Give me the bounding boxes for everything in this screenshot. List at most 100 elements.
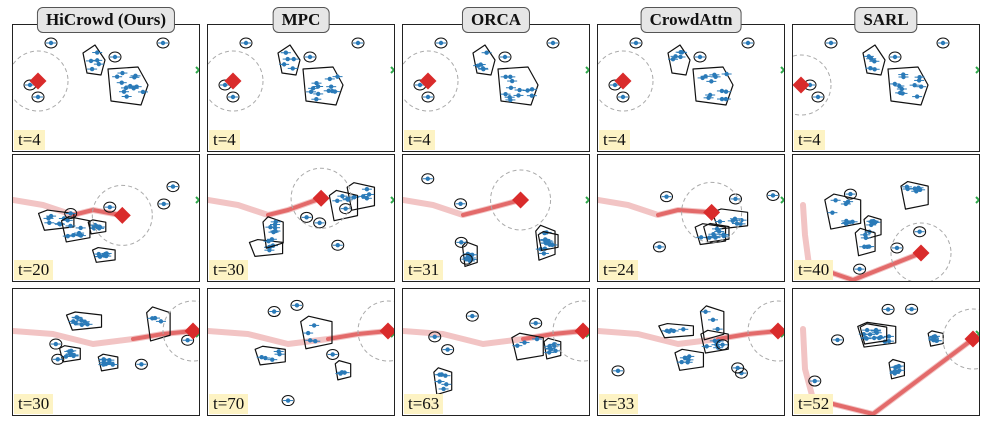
pedestrian: [909, 82, 920, 88]
timestep-label: t=70: [209, 394, 249, 414]
pedestrian: [107, 362, 118, 367]
solo-outline: [936, 37, 950, 49]
sensor-range-circle: [403, 50, 459, 112]
pedestrian: [541, 241, 552, 246]
timestep-label: t=4: [794, 130, 825, 150]
pedestrian: [678, 327, 689, 332]
group-outline: [262, 216, 284, 249]
solo-outline: [454, 198, 468, 210]
pedestrian: [721, 89, 732, 94]
sensor-range-circle: [208, 50, 264, 112]
solo-outline: [156, 37, 170, 49]
robot-marker: [793, 76, 810, 94]
goal-marker: [390, 196, 394, 204]
group-outline: [854, 227, 876, 257]
pedestrian: [267, 357, 278, 362]
trajectory-panel: t=4: [792, 24, 980, 152]
group-outline: [87, 219, 107, 235]
group-outline: [674, 348, 705, 371]
pedestrian: [332, 243, 343, 248]
trajectory-panel: t=63: [402, 288, 590, 416]
solo-outline: [267, 306, 281, 318]
group-outline: [887, 66, 929, 106]
sensor-range-circle: [890, 222, 952, 281]
pedestrian: [890, 365, 901, 370]
pedestrian: [718, 232, 729, 237]
solo-outline: [331, 239, 345, 251]
pedestrian: [422, 176, 433, 181]
pedestrian: [682, 360, 693, 365]
group-outline: [300, 315, 333, 350]
scene-svg: [793, 37, 979, 116]
pedestrian: [33, 94, 43, 100]
pedestrian: [87, 66, 98, 72]
solo-outline: [611, 365, 625, 377]
pedestrian: [436, 372, 447, 377]
column-header: HiCrowd (Ours): [36, 7, 176, 33]
pedestrian: [118, 89, 129, 94]
pedestrian: [914, 74, 925, 80]
pedestrian: [898, 72, 909, 77]
goal-marker: [585, 66, 589, 74]
pedestrian: [158, 201, 169, 207]
pedestrian: [25, 82, 35, 88]
pedestrian: [130, 73, 141, 79]
pedestrian: [326, 84, 337, 89]
pedestrian: [721, 71, 732, 77]
pedestrian: [890, 54, 900, 60]
timestep-label: t=63: [404, 394, 444, 414]
scene-svg: [13, 181, 199, 263]
solo-outline: [459, 253, 473, 265]
pedestrian: [283, 398, 294, 403]
pedestrian: [44, 220, 55, 225]
group-outline: [37, 209, 75, 231]
pedestrian: [870, 328, 881, 334]
pedestrian: [52, 357, 63, 362]
pedestrian: [889, 81, 900, 87]
pedestrian: [709, 72, 720, 78]
group-outline: [97, 353, 119, 372]
column-header: SARL: [854, 7, 918, 33]
pedestrian: [832, 337, 843, 343]
pedestrian: [73, 232, 84, 237]
pedestrian: [695, 54, 705, 60]
solo-outline: [49, 338, 63, 350]
scene-svg: [208, 299, 394, 407]
pedestrian: [732, 365, 743, 371]
pedestrian: [631, 40, 641, 46]
pedestrian: [845, 191, 856, 197]
pedestrian: [481, 50, 492, 55]
solo-outline: [351, 37, 365, 49]
pedestrian: [128, 86, 139, 91]
pedestrian: [700, 309, 711, 314]
solo-outline: [108, 51, 122, 63]
solo-outline: [434, 37, 448, 49]
pedestrian: [310, 338, 321, 344]
solo-outline: [652, 241, 666, 253]
goal-marker: [195, 196, 199, 204]
group-outline: [82, 44, 106, 76]
pedestrian: [313, 84, 324, 89]
solo-outline: [498, 51, 512, 63]
robot-marker: [614, 72, 632, 90]
scene-svg: [598, 300, 784, 379]
goal-marker: [195, 66, 199, 74]
group-outline: [277, 44, 301, 76]
solo-outline: [716, 339, 730, 351]
solo-outline: [905, 303, 919, 315]
pedestrian: [550, 348, 561, 354]
timestep-label: t=24: [599, 260, 639, 280]
pedestrian: [548, 40, 558, 46]
pedestrian: [676, 50, 687, 55]
goal-marker: [390, 66, 394, 74]
trajectory-panel: t=52: [792, 288, 980, 416]
group-outline: [667, 44, 691, 76]
pedestrian: [455, 201, 466, 206]
pedestrian: [260, 355, 271, 361]
pedestrian: [668, 57, 679, 62]
solo-outline: [546, 37, 560, 49]
pedestrian: [473, 63, 484, 68]
robot-trail: [656, 208, 714, 217]
trajectory-panel: t=24: [597, 154, 785, 282]
